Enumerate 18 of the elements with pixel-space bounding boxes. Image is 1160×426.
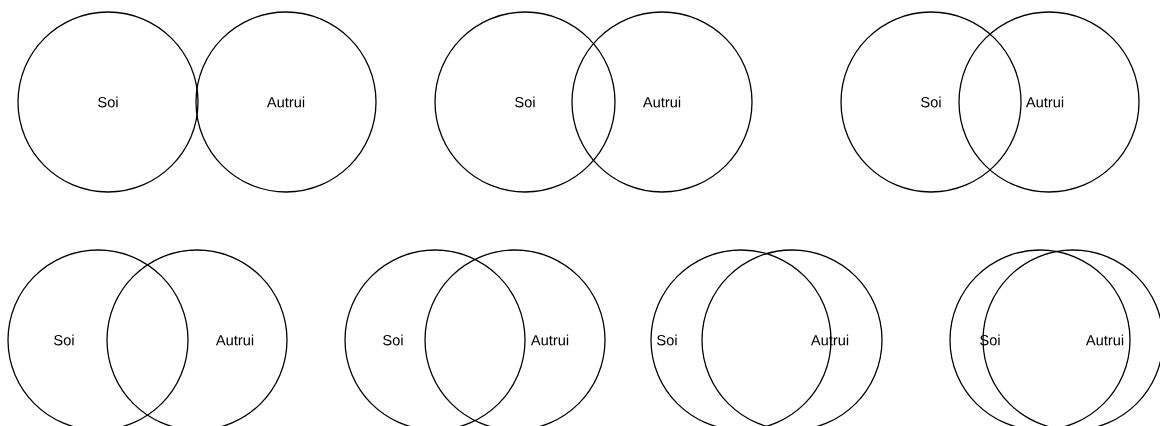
circle-label: Soi	[98, 96, 118, 108]
circle	[434, 11, 616, 193]
circle	[840, 11, 1022, 193]
circle	[571, 11, 753, 193]
circle	[17, 11, 199, 193]
circle-label: Autrui	[1085, 334, 1124, 346]
circle-label: Soi	[921, 96, 941, 108]
circle-label: Autrui	[1025, 96, 1064, 108]
circle-label: Soi	[54, 334, 74, 346]
circle-label: Soi	[515, 96, 535, 108]
circle	[195, 11, 377, 193]
circle	[958, 11, 1140, 193]
circle-label: Autrui	[642, 96, 681, 108]
circle-label: Autrui	[215, 334, 254, 346]
circle-label: Autrui	[530, 334, 569, 346]
circle-label: Soi	[657, 334, 677, 346]
circle-label: Autrui	[266, 96, 305, 108]
circle-label: Soi	[383, 334, 403, 346]
